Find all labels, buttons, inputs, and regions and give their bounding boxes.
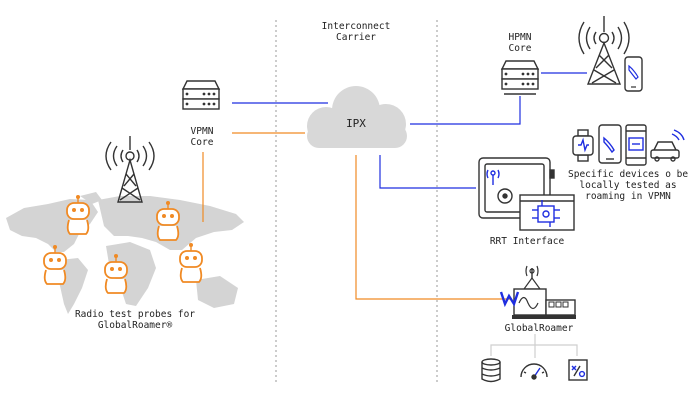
probes-line2: GlobalRoamer® (97, 320, 173, 331)
devices-note-line2: locally tested as (579, 180, 677, 191)
vpmn-server-icon (181, 80, 221, 110)
tablet-icon (625, 124, 647, 166)
vpmn-core-label: VPMN Core (178, 126, 226, 148)
vpmn-cell-tower-icon (105, 136, 155, 203)
rrt-safe-icon (478, 157, 555, 219)
globalroamer-device-icon (499, 265, 576, 319)
hpmn-line2: Core (508, 43, 532, 54)
hpmn-server-icon (500, 60, 540, 95)
tablet-phone-icon (598, 124, 622, 164)
strategy-board-icon (568, 359, 588, 381)
interconnect-carrier-label: Interconnect Carrier (313, 21, 399, 43)
ipx-label: IPX (346, 117, 366, 130)
hpmn-line1: HPMN (508, 32, 532, 43)
probes-line1: Radio test probes for (74, 309, 196, 320)
devices-note: Specific devices o be locally tested as … (568, 169, 688, 202)
smartphone-icon (624, 56, 643, 92)
hpmn-cell-tower-icon (578, 16, 630, 85)
interconnect-line2: Carrier (335, 32, 377, 43)
vpmn-line1: VPMN (190, 126, 214, 137)
hpmn-core-label: HPMN Core (497, 32, 543, 54)
devices-note-line3: roaming in VPMN (585, 191, 671, 202)
gauge-icon (520, 363, 548, 380)
rrt-interface-label: RRT Interface (489, 236, 565, 247)
devices-note-line1: Specific devices o be (568, 169, 689, 180)
database-icon (481, 358, 501, 383)
ipx-cloud-icon (307, 86, 407, 148)
globalroamer-label: GlobalRoamer (504, 323, 574, 334)
probes-label: Radio test probes for GlobalRoamer® (60, 309, 210, 331)
smartwatch-icon (572, 129, 594, 162)
world-map (6, 192, 244, 314)
globalroamer-tree (490, 334, 578, 358)
interconnect-line1: Interconnect (321, 21, 391, 32)
blue-links (232, 72, 587, 189)
car-icon (650, 129, 685, 162)
orange-links (202, 132, 512, 300)
vpmn-line2: Core (190, 137, 214, 148)
rrt-chip-icon (519, 194, 575, 231)
